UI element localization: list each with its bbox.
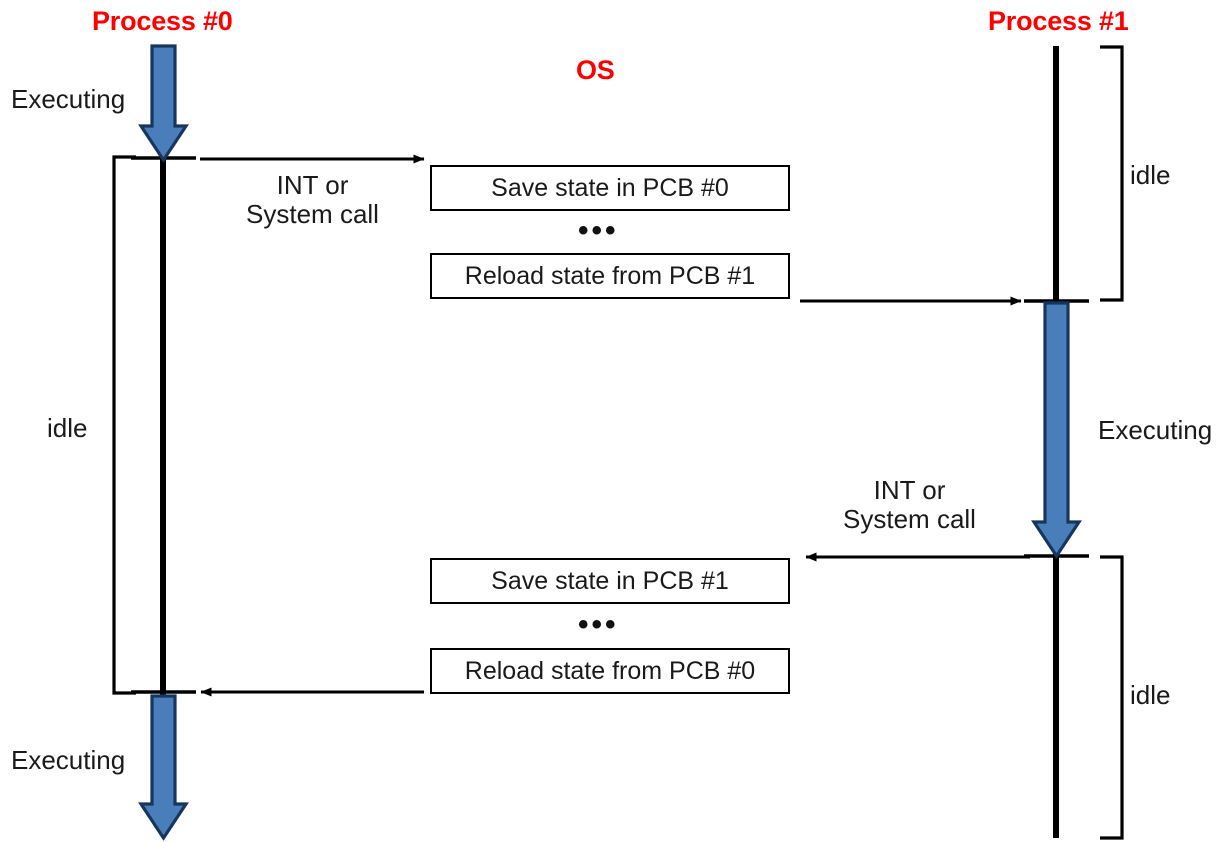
os-step-label: Save state in PCB #0 — [491, 173, 729, 202]
int-label-top-line1: INT or — [276, 170, 349, 200]
os-steps-ellipsis-bottom: ••• — [578, 608, 619, 641]
process1-idle-bracket-bottom — [1100, 555, 1124, 840]
process0-lifeline — [131, 155, 196, 700]
int-label-bottom-line1: INT or — [873, 475, 946, 505]
os-steps-ellipsis-top: ••• — [578, 214, 619, 247]
os-step-box-save-pcb0[interactable]: Save state in PCB #0 — [430, 165, 790, 211]
int-label-bottom-line2: System call — [843, 504, 976, 535]
process0-executing-arrow-bottom — [138, 694, 189, 841]
process0-executing-label-bottom: Executing — [11, 745, 126, 775]
os-step-box-reload-pcb1[interactable]: Reload state from PCB #1 — [430, 253, 790, 299]
os-step-label: Reload state from PCB #0 — [464, 656, 756, 685]
os-step-label: Reload state from PCB #1 — [464, 261, 756, 290]
os-step-label: Save state in PCB #1 — [491, 566, 729, 595]
process1-title: Process #1 — [988, 6, 1129, 36]
os-step-box-reload-pcb0[interactable]: Reload state from PCB #0 — [430, 648, 790, 694]
process0-title: Process #0 — [92, 6, 233, 36]
process0-executing-label-top: Executing — [11, 84, 126, 114]
os-step-box-save-pcb1[interactable]: Save state in PCB #1 — [430, 558, 790, 604]
process0-idle-bracket — [112, 155, 136, 695]
int-label-top-line2: System call — [246, 199, 379, 230]
process1-idle-label-top: idle — [1130, 160, 1171, 190]
process0-executing-arrow-top — [138, 44, 189, 163]
process1-idle-label-bottom: idle — [1130, 680, 1171, 710]
os-title: OS — [576, 55, 615, 85]
process1-executing-arrow — [1031, 301, 1082, 559]
process1-idle-bracket-top — [1100, 45, 1124, 302]
process1-executing-label: Executing — [1098, 415, 1213, 445]
process0-idle-label: idle — [47, 413, 88, 443]
